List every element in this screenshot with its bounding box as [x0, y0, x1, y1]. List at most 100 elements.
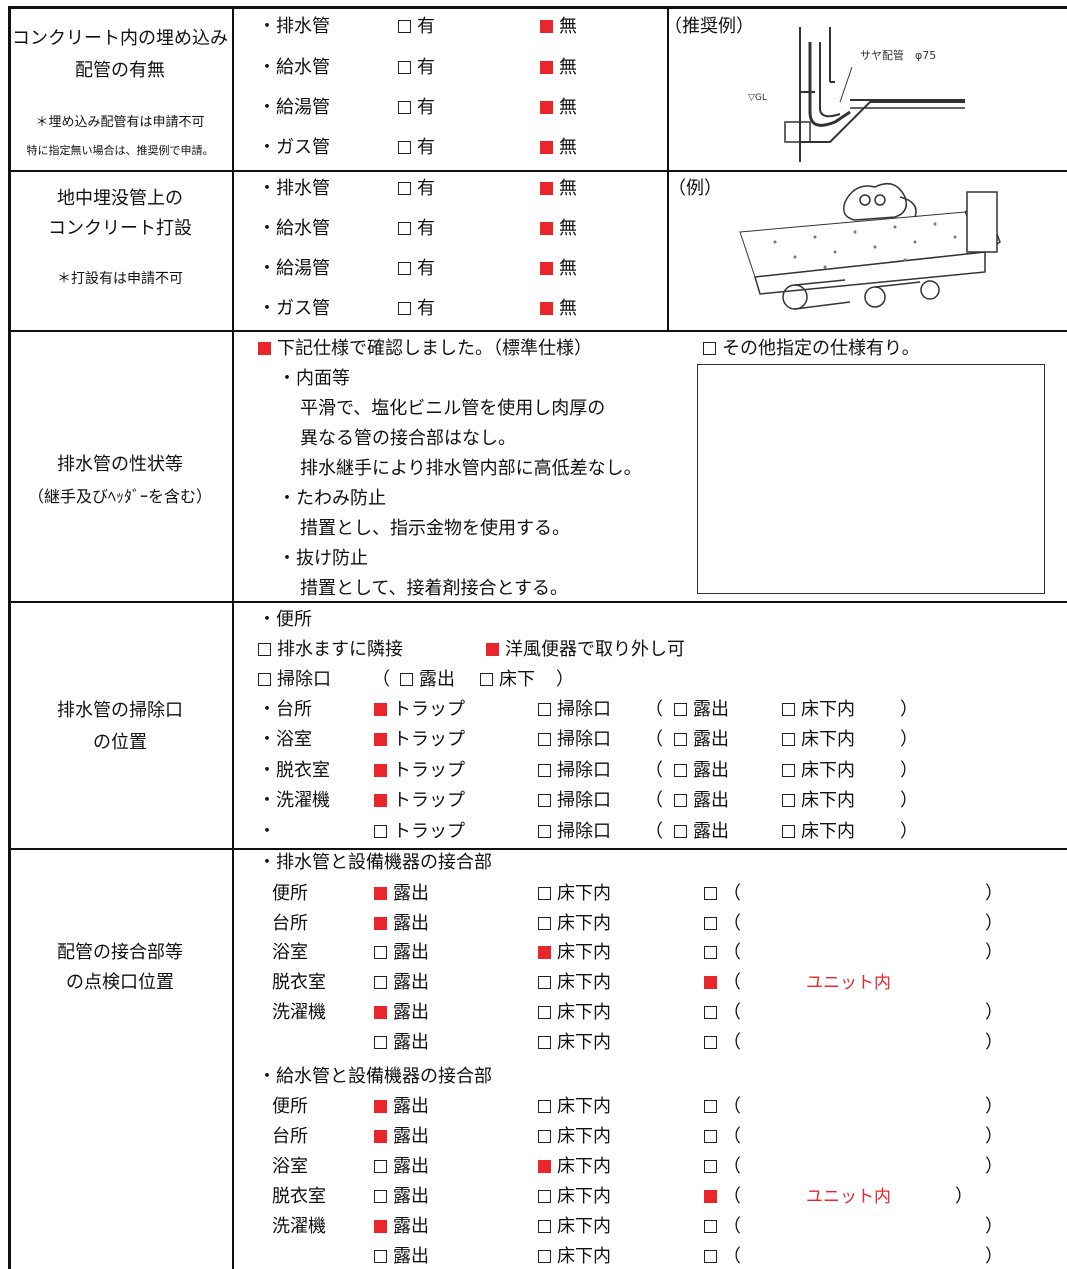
other-checkbox[interactable]	[704, 1160, 717, 1173]
section4-label-line2: の位置	[93, 732, 147, 753]
option-cleanout: 掃除口	[538, 790, 611, 812]
under-floor-checkbox[interactable]	[782, 825, 795, 838]
other-checkbox[interactable]	[704, 1130, 717, 1143]
other-checkbox[interactable]	[704, 917, 717, 930]
table-left-border	[8, 6, 11, 1269]
trap-checkbox[interactable]	[374, 703, 387, 716]
other-checkbox[interactable]	[704, 1100, 717, 1113]
exposed-checkbox[interactable]	[374, 1100, 387, 1113]
option-under-floor: 床下内	[538, 1216, 611, 1238]
spec-line: ・内面等	[278, 368, 350, 389]
exposed-checkbox[interactable]	[374, 1006, 387, 1019]
paren-open: （	[645, 729, 663, 750]
other-checkbox[interactable]	[704, 1036, 717, 1049]
exposed-checkbox[interactable]	[374, 1130, 387, 1143]
cleanout-checkbox[interactable]	[258, 673, 271, 686]
under-floor-checkbox[interactable]	[538, 1160, 551, 1173]
other-checkbox[interactable]	[704, 887, 717, 900]
exposed-checkbox[interactable]	[674, 825, 687, 838]
under-floor-checkbox[interactable]	[538, 976, 551, 989]
under-floor-checkbox[interactable]	[538, 917, 551, 930]
yes-checkbox[interactable]	[398, 302, 411, 315]
under-floor-checkbox[interactable]	[538, 1036, 551, 1049]
yes-checkbox[interactable]	[398, 101, 411, 114]
exposed-checkbox[interactable]	[674, 703, 687, 716]
other-checkbox[interactable]	[704, 1006, 717, 1019]
standard-spec-checkbox[interactable]	[258, 342, 271, 355]
cleanout-under: 床下	[480, 669, 535, 691]
spec-line: 異なる管の接合部はなし。	[300, 428, 516, 449]
yes-checkbox[interactable]	[398, 222, 411, 235]
other-checkbox[interactable]	[704, 1250, 717, 1263]
cleanout-checkbox[interactable]	[538, 703, 551, 716]
under-floor-checkbox[interactable]	[538, 1190, 551, 1203]
yes-checkbox[interactable]	[398, 20, 411, 33]
cleanout-exposed-checkbox[interactable]	[400, 673, 413, 686]
no-checkbox[interactable]	[540, 302, 553, 315]
yes-checkbox[interactable]	[398, 182, 411, 195]
exposed-checkbox[interactable]	[374, 946, 387, 959]
under-floor-checkbox[interactable]	[538, 1100, 551, 1113]
other-spec-textbox[interactable]	[697, 364, 1045, 594]
cleanout-checkbox[interactable]	[538, 825, 551, 838]
exposed-checkbox[interactable]	[374, 1160, 387, 1173]
exposed-checkbox[interactable]	[674, 764, 687, 777]
no-checkbox[interactable]	[540, 182, 553, 195]
no-checkbox[interactable]	[540, 222, 553, 235]
trap-checkbox[interactable]	[374, 825, 387, 838]
other-checkbox[interactable]	[704, 976, 717, 989]
under-floor-checkbox[interactable]	[538, 1220, 551, 1233]
other-location-text: ユニット内	[806, 1187, 891, 1207]
exposed-checkbox[interactable]	[374, 1036, 387, 1049]
under-floor-checkbox[interactable]	[782, 764, 795, 777]
other-spec-checkbox[interactable]	[703, 342, 716, 355]
toilet-adjacent-checkbox[interactable]	[258, 643, 271, 656]
exposed-checkbox[interactable]	[374, 887, 387, 900]
no-checkbox[interactable]	[540, 20, 553, 33]
under-floor-checkbox[interactable]	[538, 1130, 551, 1143]
paren-close: ）	[985, 883, 1003, 904]
option-yes: 有	[398, 16, 435, 38]
other-checkbox[interactable]	[704, 1220, 717, 1233]
yes-checkbox[interactable]	[398, 141, 411, 154]
under-floor-checkbox[interactable]	[782, 733, 795, 746]
yes-checkbox[interactable]	[398, 262, 411, 275]
joint-room-name: 台所	[272, 1126, 308, 1147]
cleanout-checkbox[interactable]	[538, 764, 551, 777]
under-floor-checkbox[interactable]	[782, 703, 795, 716]
other-checkbox[interactable]	[704, 946, 717, 959]
trap-checkbox[interactable]	[374, 764, 387, 777]
exposed-checkbox[interactable]	[674, 733, 687, 746]
cleanout-checkbox[interactable]	[538, 794, 551, 807]
paren-close: ）	[985, 1032, 1003, 1053]
cleanout-checkbox[interactable]	[538, 733, 551, 746]
row-divider	[8, 601, 1067, 603]
under-floor-checkbox[interactable]	[538, 946, 551, 959]
under-floor-checkbox[interactable]	[538, 1250, 551, 1263]
yes-checkbox[interactable]	[398, 61, 411, 74]
no-checkbox[interactable]	[540, 61, 553, 74]
under-floor-checkbox[interactable]	[538, 887, 551, 900]
toilet-removable-checkbox[interactable]	[486, 643, 499, 656]
option-no: 無	[540, 137, 577, 159]
no-checkbox[interactable]	[540, 101, 553, 114]
under-floor-checkbox[interactable]	[538, 1006, 551, 1019]
under-floor-checkbox[interactable]	[782, 794, 795, 807]
option-cleanout: 掃除口	[538, 821, 611, 843]
other-checkbox[interactable]	[704, 1190, 717, 1203]
exposed-checkbox[interactable]	[374, 1220, 387, 1233]
trap-checkbox[interactable]	[374, 733, 387, 746]
room-name: ・脱衣室	[258, 760, 330, 781]
exposed-checkbox[interactable]	[674, 794, 687, 807]
exposed-checkbox[interactable]	[374, 1250, 387, 1263]
exposed-checkbox[interactable]	[374, 976, 387, 989]
cleanout-under-checkbox[interactable]	[480, 673, 493, 686]
option-under-floor: 床下内	[538, 1246, 611, 1268]
exposed-checkbox[interactable]	[374, 917, 387, 930]
option-under-floor: 床下内	[538, 1002, 611, 1024]
no-checkbox[interactable]	[540, 141, 553, 154]
exposed-checkbox[interactable]	[374, 1190, 387, 1203]
paren-close: ）	[985, 1156, 1003, 1177]
no-checkbox[interactable]	[540, 262, 553, 275]
trap-checkbox[interactable]	[374, 794, 387, 807]
